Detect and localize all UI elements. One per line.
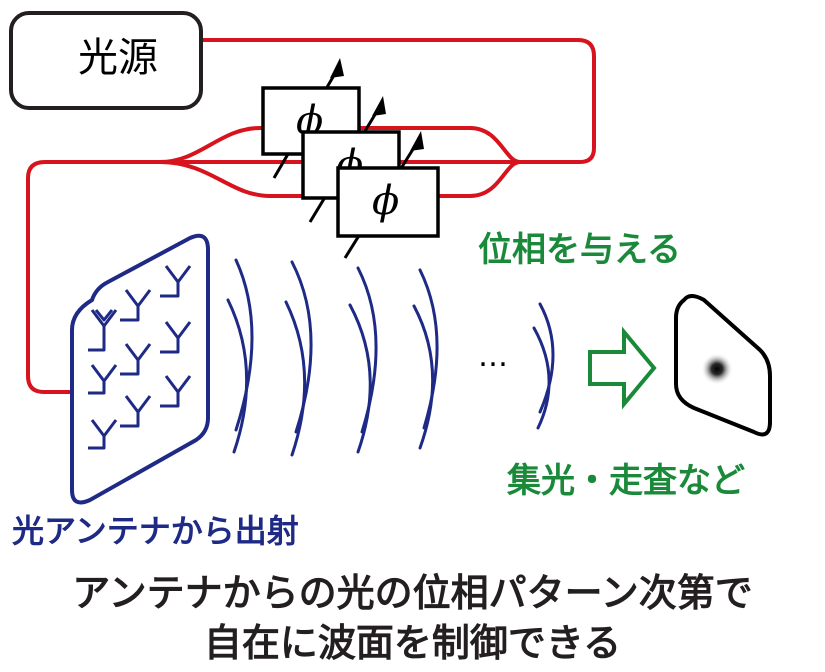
light-source-label: 光源: [78, 35, 158, 81]
phase-arrow-head-1: [330, 58, 344, 78]
wavefront-4b: [412, 304, 435, 450]
wavefront-5a: [538, 302, 555, 414]
waveguide-source-to-right: [200, 38, 596, 164]
antenna-elements: [88, 265, 192, 450]
emit-label: 光アンテナから出射: [12, 512, 299, 550]
antenna-panel: [70, 233, 210, 505]
waveguide-branch-top: [159, 126, 521, 164]
direction-arrow: [588, 326, 657, 410]
wavefront-5b: [532, 326, 551, 430]
light-source-box: [9, 11, 203, 110]
antenna-array: [70, 233, 210, 505]
wavefront-3b: [348, 303, 372, 454]
waveguide-branch-bottom: [159, 160, 521, 198]
wavefront-1b: [226, 298, 249, 454]
phase-label: 位相を与える: [478, 230, 681, 270]
phase-shifter-stack: ϕ ϕ ϕ: [261, 58, 440, 259]
phase-shifter-3: ϕ: [336, 131, 440, 259]
wavefronts: [226, 258, 555, 457]
focused-spot: [701, 353, 733, 385]
caption-line-2: 自在に波面を制御できる: [203, 621, 622, 665]
wavefront-2b: [284, 300, 307, 457]
wavefront-1a: [234, 258, 254, 432]
phase-symbol-3: ϕ: [372, 178, 399, 224]
ellipsis: …: [478, 339, 508, 374]
focus-label: 集光・走査など: [507, 461, 745, 501]
waveguide-to-antenna: [26, 160, 160, 394]
phase-arrow-head-3: [410, 131, 424, 151]
caption-line-1: アンテナからの光の位相パターン次第で: [72, 571, 753, 615]
phase-arrow-head-2: [372, 96, 386, 116]
